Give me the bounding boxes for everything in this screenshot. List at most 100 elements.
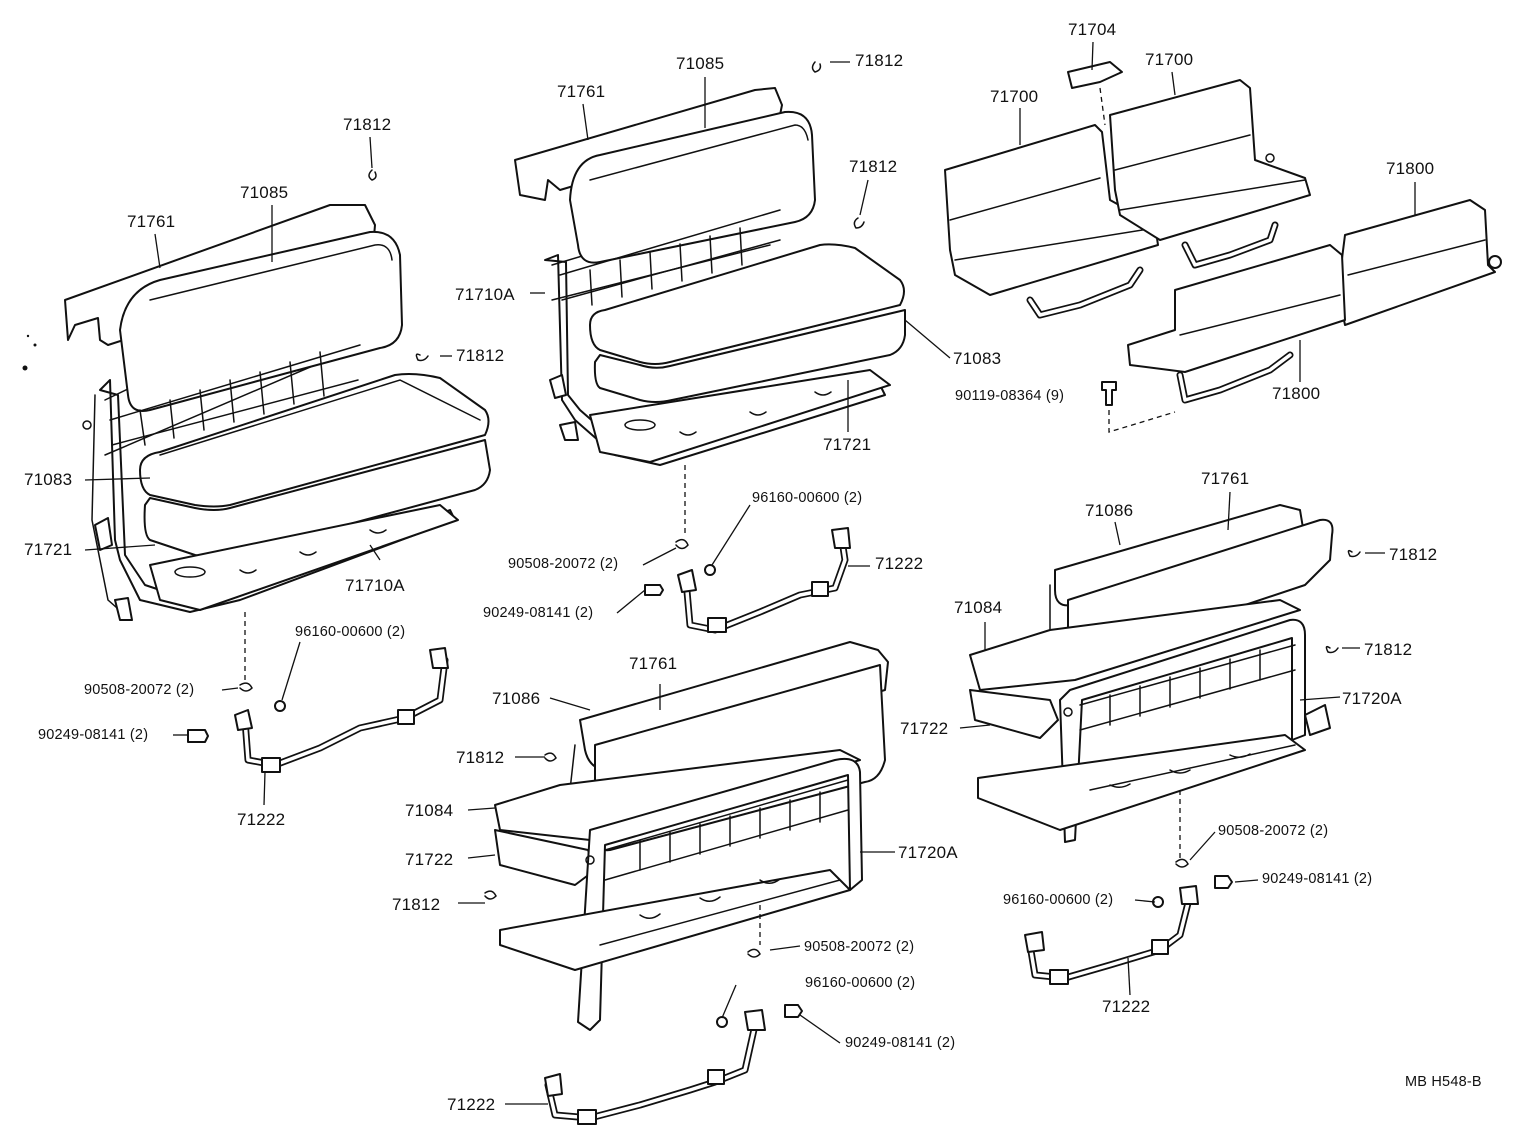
label-71761: 71761 [127, 212, 176, 231]
side-bracket-left [94, 517, 113, 551]
label-71710A: 71710A [345, 576, 405, 595]
seat-assembly-top-middle [514, 87, 906, 466]
label-71721: 71721 [24, 540, 73, 559]
back-cushion-71085-middle [569, 110, 816, 264]
label-71083: 71083 [953, 349, 1002, 368]
seat-base-cushion-71722-right [969, 689, 1059, 739]
clip-71812-c [811, 61, 822, 73]
label-71812: 71812 [392, 895, 441, 914]
label-71761: 71761 [629, 654, 678, 673]
label-71812: 71812 [456, 748, 505, 767]
clip-71812-d [853, 217, 865, 229]
label-71710A: 71710A [455, 285, 515, 304]
seat-frame-71720A-bottom [577, 757, 863, 1031]
seat-pan-middle [589, 369, 891, 463]
backrest-grid-middle [559, 209, 781, 306]
label-71700: 71700 [1145, 50, 1194, 69]
label-90508-20072: 90508-20072 (2) [508, 556, 619, 572]
seat-base-cushion-71722-bottom [494, 829, 596, 886]
label-71812: 71812 [1364, 640, 1413, 659]
label-71085: 71085 [676, 54, 725, 73]
label-96160-00600: 96160-00600 (2) [1003, 892, 1114, 908]
diagram-code: MB H548-B [1405, 1074, 1482, 1090]
label-90249-08141: 90249-08141 (2) [845, 1035, 956, 1051]
label-71722: 71722 [900, 719, 949, 738]
clip-71812-a [368, 169, 377, 181]
label-90249-08141: 90249-08141 (2) [38, 727, 149, 743]
seat-base-cushion-71721-left [143, 439, 491, 559]
bolt-90249-right [1214, 875, 1233, 889]
label-71083: 71083 [24, 470, 73, 489]
seat-grid-right [1079, 644, 1296, 731]
label-71812: 71812 [1389, 545, 1438, 564]
bolt-90119 [1101, 381, 1117, 406]
seat-group-71800 [1101, 199, 1502, 433]
label-90249-08141: 90249-08141 (2) [1262, 871, 1373, 887]
bolt-90249-bottom [784, 1004, 803, 1018]
backrest-grid-left [109, 344, 361, 446]
clip-71812-f [484, 890, 497, 900]
label-96160-00600: 96160-00600 (2) [752, 490, 863, 506]
label-90119-08364: 90119-08364 (9) [955, 388, 1065, 404]
label-71812: 71812 [456, 346, 505, 365]
nut-96160-middle [704, 564, 716, 576]
label-90508-20072: 90508-20072 (2) [1218, 823, 1329, 839]
label-71761: 71761 [1201, 469, 1250, 488]
spring-washer-90508-bottom [747, 948, 761, 958]
label-96160-00600: 96160-00600 (2) [295, 624, 406, 640]
label-90508-20072: 90508-20072 (2) [804, 939, 915, 955]
label-71800: 71800 [1386, 159, 1435, 178]
bracket-71222-middle [677, 527, 851, 634]
leader-lines [84, 41, 1416, 1105]
spring-washer-90508-right [1175, 858, 1189, 868]
label-71086: 71086 [492, 689, 541, 708]
seat-pan-right [977, 734, 1306, 831]
spring-washer-90508-left [239, 682, 253, 692]
folding-seat-71700-right [1109, 79, 1311, 241]
bench-seat-71800-upper [1337, 199, 1496, 326]
label-71720A: 71720A [1342, 689, 1402, 708]
bracket-71222-left [234, 647, 449, 773]
label-71812: 71812 [343, 115, 392, 134]
seat-pan-bottom [499, 869, 851, 971]
label-71222: 71222 [875, 554, 924, 573]
label-71085: 71085 [240, 183, 289, 202]
label-71222: 71222 [237, 810, 286, 829]
label-71721: 71721 [823, 435, 872, 454]
speck-mark [33, 343, 37, 347]
clip-71812-e [544, 752, 557, 762]
speck-mark [26, 334, 30, 338]
seat-cushion-71084-bottom [494, 749, 861, 841]
label-71704: 71704 [1068, 20, 1117, 39]
hinge-71704 [1067, 61, 1123, 89]
label-71761: 71761 [557, 82, 606, 101]
seat-grid-bottom [604, 779, 849, 881]
bracket-71222-bottom [544, 1009, 766, 1125]
seat-base-cushion-71721-middle [593, 309, 906, 403]
clip-71812-h [1325, 645, 1339, 654]
nut-96160-left [274, 700, 286, 712]
label-71222: 71222 [447, 1095, 496, 1114]
clip-71812-b [415, 353, 429, 362]
label-71086: 71086 [1085, 501, 1134, 520]
seat-cushion-71084-right [969, 599, 1301, 691]
label-90508-20072: 90508-20072 (2) [84, 682, 195, 698]
spring-washer-90508-middle [675, 538, 689, 550]
bolt-90249-middle [644, 584, 664, 596]
label-71812: 71812 [855, 51, 904, 70]
bench-seat-71800-lower [1127, 244, 1346, 373]
nut-96160-bottom [716, 1016, 728, 1028]
label-71084: 71084 [954, 598, 1003, 617]
label-71084: 71084 [405, 801, 454, 820]
bolt-90249-left [187, 729, 209, 743]
label-71720A: 71720A [898, 843, 958, 862]
seat-assembly-bottom-right [969, 504, 1334, 843]
label-90249-08141: 90249-08141 (2) [483, 605, 594, 621]
label-71812: 71812 [849, 157, 898, 176]
speck-mark [22, 365, 28, 371]
seat-assembly-left [64, 204, 491, 621]
label-71222: 71222 [1102, 997, 1151, 1016]
label-71700: 71700 [990, 87, 1039, 106]
seat-cushion-71083-middle [589, 243, 905, 365]
